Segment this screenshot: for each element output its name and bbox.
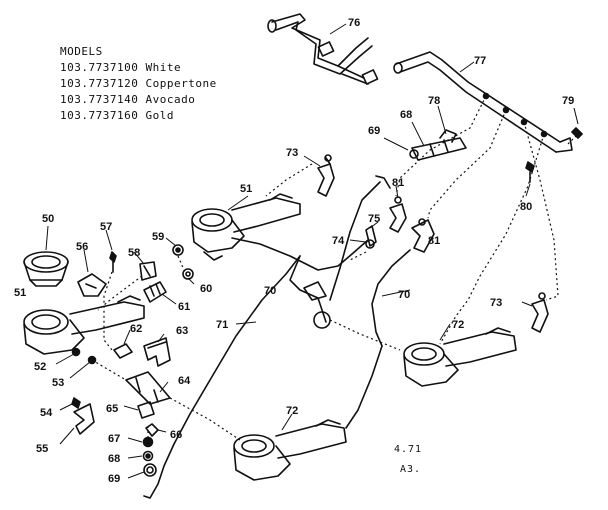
fitting-75-drawing: [365, 225, 377, 249]
bracket-55-drawing: [73, 403, 95, 435]
callout-72-right: 72: [452, 319, 464, 331]
spud-61-drawing: [143, 281, 167, 303]
clip-62-drawing: [113, 343, 133, 359]
model-entry: 103.7737120 Coppertone: [60, 77, 217, 90]
clip-56-drawing: [77, 273, 107, 297]
pilot-tube-drawing: [143, 255, 331, 499]
callout-65: 65: [106, 403, 118, 415]
models-legend: MODELS 103.7737100 White 103.7737120 Cop…: [60, 44, 217, 124]
callout-70: 70: [264, 285, 276, 297]
callout-81-lower: 81: [428, 235, 440, 247]
callout-81: 81: [392, 177, 404, 189]
screw-52-drawing: [71, 347, 81, 357]
model-entry: 103.7737140 Avocado: [60, 93, 196, 106]
callout-62: 62: [130, 323, 142, 335]
burner-right-drawing: [403, 327, 517, 387]
burner-cap-drawing: [23, 251, 69, 287]
callout-53: 53: [52, 377, 64, 389]
callout-76: 76: [348, 17, 360, 29]
screw-80-drawing: [525, 161, 535, 183]
callout-63: 63: [176, 325, 188, 337]
callout-52: 52: [34, 361, 46, 373]
callout-54: 54: [40, 407, 53, 419]
screw-54-drawing: [71, 397, 81, 409]
nut-68-drawing: [142, 450, 154, 462]
callout-72-bottom: 72: [286, 405, 298, 417]
valve-81-upper-drawing: [389, 196, 407, 233]
callout-56: 56: [76, 241, 88, 253]
callout-50: 50: [42, 213, 54, 225]
callout-78: 78: [428, 95, 440, 107]
callout-68: 68: [400, 109, 412, 121]
screw-57-drawing: [109, 251, 117, 273]
callout-64: 64: [178, 375, 191, 387]
callout-68-lower: 68: [108, 453, 120, 465]
models-heading: MODELS: [60, 45, 103, 58]
burner-bottom-drawing: [233, 419, 347, 481]
model-entry: 103.7737100 White: [60, 61, 182, 74]
cap-65-drawing: [137, 401, 155, 419]
screw-79-drawing: [571, 127, 583, 139]
callout-58: 58: [128, 247, 140, 259]
burner-upper-drawing: [191, 193, 301, 261]
callout-73-lower: 73: [490, 297, 502, 309]
callout-80: 80: [520, 201, 532, 213]
nut-69-drawing: [143, 463, 157, 477]
valve-assembly-drawing: [409, 129, 467, 161]
nut-59-drawing: [172, 244, 184, 256]
callout-73: 73: [286, 147, 298, 159]
burner-left-drawing: [23, 295, 145, 355]
nut-67-drawing: [142, 436, 154, 448]
model-entry: 103.7737160 Gold: [60, 109, 174, 122]
callout-77: 77: [474, 55, 486, 67]
callout-51: 51: [240, 183, 252, 195]
gas-tube-upper-drawing: [231, 181, 381, 301]
footer-code-line1: 4.71: [394, 444, 422, 455]
fitting-66-drawing: [145, 423, 159, 437]
callout-67: 67: [108, 433, 120, 445]
callout-59: 59: [152, 231, 164, 243]
footer-code-line2: A3.: [400, 464, 421, 475]
callout-60: 60: [200, 283, 212, 295]
callout-51-left: 51: [14, 287, 26, 299]
nut-58-drawing: [139, 261, 157, 281]
callout-75: 75: [368, 213, 380, 225]
nut-60-drawing: [182, 268, 194, 280]
manifold-pipe-drawing: [393, 51, 573, 153]
callout-55: 55: [36, 443, 48, 455]
callout-61: 61: [178, 301, 190, 313]
callout-71: 71: [216, 319, 228, 331]
bracket-63-drawing: [143, 337, 171, 367]
callout-57: 57: [100, 221, 112, 233]
valve-81-lower-drawing: [411, 218, 435, 253]
callout-79: 79: [562, 95, 574, 107]
callout-70-right: 70: [398, 289, 410, 301]
callout-66: 66: [170, 429, 182, 441]
callout-69-lower: 69: [108, 473, 120, 485]
callout-labels: 76 77 78 79 68 69 73 51 81 75 74 80 50 5…: [14, 17, 574, 485]
callout-74: 74: [332, 235, 345, 247]
orifice-hood-upper-drawing: [317, 154, 335, 197]
callout-69: 69: [368, 125, 380, 137]
gas-tube-lower-drawing: [345, 175, 411, 429]
supply-tube-drawing: [267, 13, 379, 85]
orifice-hood-lower-drawing: [531, 292, 549, 333]
